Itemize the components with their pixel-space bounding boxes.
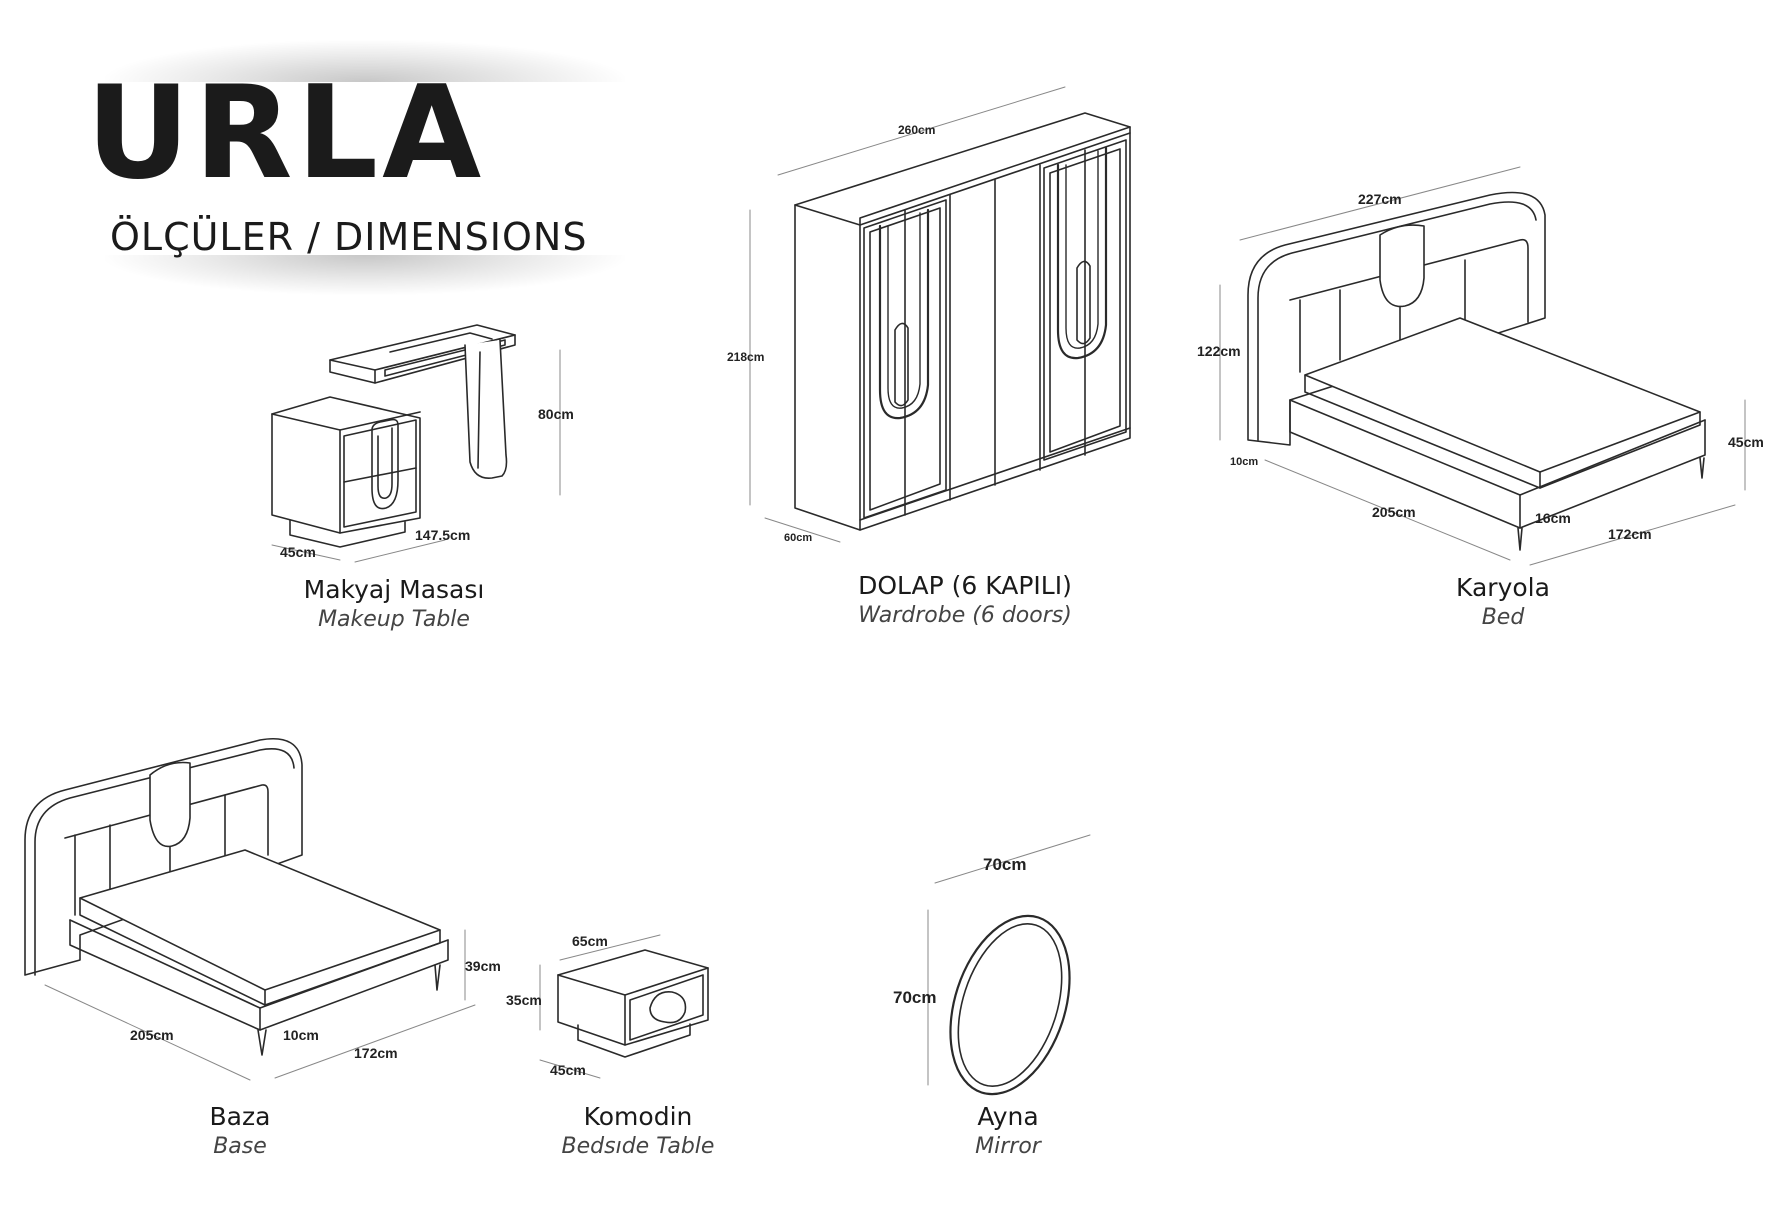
page-subtitle: ÖLÇÜLER / DIMENSIONS	[110, 215, 588, 259]
bed-drawing	[1219, 166, 1746, 566]
bed-height-label: 45cm	[1728, 434, 1764, 450]
bedside-table-drawing	[539, 934, 709, 1079]
wardrobe-width-label: 260cm	[898, 123, 935, 137]
makeup-table-name-en: Makeup Table	[318, 607, 470, 632]
makeup-depth-label: 45cm	[280, 544, 316, 560]
base-width-label: 172cm	[354, 1045, 398, 1061]
bed-length-label: 205cm	[1372, 504, 1416, 520]
bed-top-width-label: 227cm	[1358, 191, 1402, 207]
mirror-height-label: 70cm	[893, 988, 936, 1007]
mirror-name-tr: Ayna	[977, 1102, 1039, 1131]
wardrobe-depth-label: 60cm	[784, 532, 812, 544]
mirror-name-en: Mirror	[975, 1134, 1041, 1159]
bed-caption: Karyola Bed	[1303, 573, 1703, 631]
base-name-en: Base	[213, 1134, 267, 1159]
brand-title: URLA	[86, 59, 486, 208]
bedside-width-label: 65cm	[572, 933, 608, 949]
wardrobe-height-label: 218cm	[727, 350, 764, 364]
base-leg-label: 10cm	[283, 1027, 319, 1043]
mirror-drawing	[927, 834, 1091, 1096]
wardrobe-caption: DOLAP (6 KAPILI) Wardrobe (6 doors)	[765, 571, 1165, 629]
makeup-table-caption: Makyaj Masası Makeup Table	[194, 575, 594, 633]
base-length-label: 205cm	[130, 1027, 174, 1043]
base-drawing	[24, 738, 476, 1081]
bedside-table-name-en: Bedsıde Table	[561, 1134, 715, 1159]
banner-shadow-bottom	[105, 255, 625, 295]
base-name-tr: Baza	[209, 1102, 271, 1131]
bed-name-en: Bed	[1481, 605, 1525, 630]
wardrobe-name-tr: DOLAP (6 KAPILI)	[858, 571, 1072, 600]
bedside-table-caption: Komodin Bedsıde Table	[438, 1102, 838, 1160]
bed-name-tr: Karyola	[1456, 573, 1550, 602]
base-caption: Baza Base	[40, 1102, 440, 1160]
title-banner	[85, 40, 625, 295]
bedside-depth-label: 45cm	[550, 1062, 586, 1078]
makeup-height-label: 80cm	[538, 406, 574, 422]
makeup-table-drawing	[271, 324, 561, 563]
wardrobe-drawing	[749, 86, 1131, 543]
bedside-height-label: 35cm	[506, 992, 542, 1008]
bed-headboard-label: 122cm	[1197, 343, 1241, 359]
bed-width-label: 172cm	[1608, 526, 1652, 542]
banner-shadow-top	[105, 40, 625, 82]
makeup-width-label: 147.5cm	[415, 527, 470, 543]
makeup-table-name-tr: Makyaj Masası	[303, 575, 485, 604]
bed-leg-label: 16cm	[1535, 510, 1571, 526]
base-height-label: 39cm	[465, 958, 501, 974]
mirror-caption: Ayna Mirror	[808, 1102, 1208, 1160]
bed-side-label: 10cm	[1230, 456, 1258, 468]
wardrobe-name-en: Wardrobe (6 doors)	[858, 603, 1072, 628]
mirror-width-label: 70cm	[983, 855, 1026, 874]
bedside-table-name-tr: Komodin	[583, 1102, 693, 1131]
